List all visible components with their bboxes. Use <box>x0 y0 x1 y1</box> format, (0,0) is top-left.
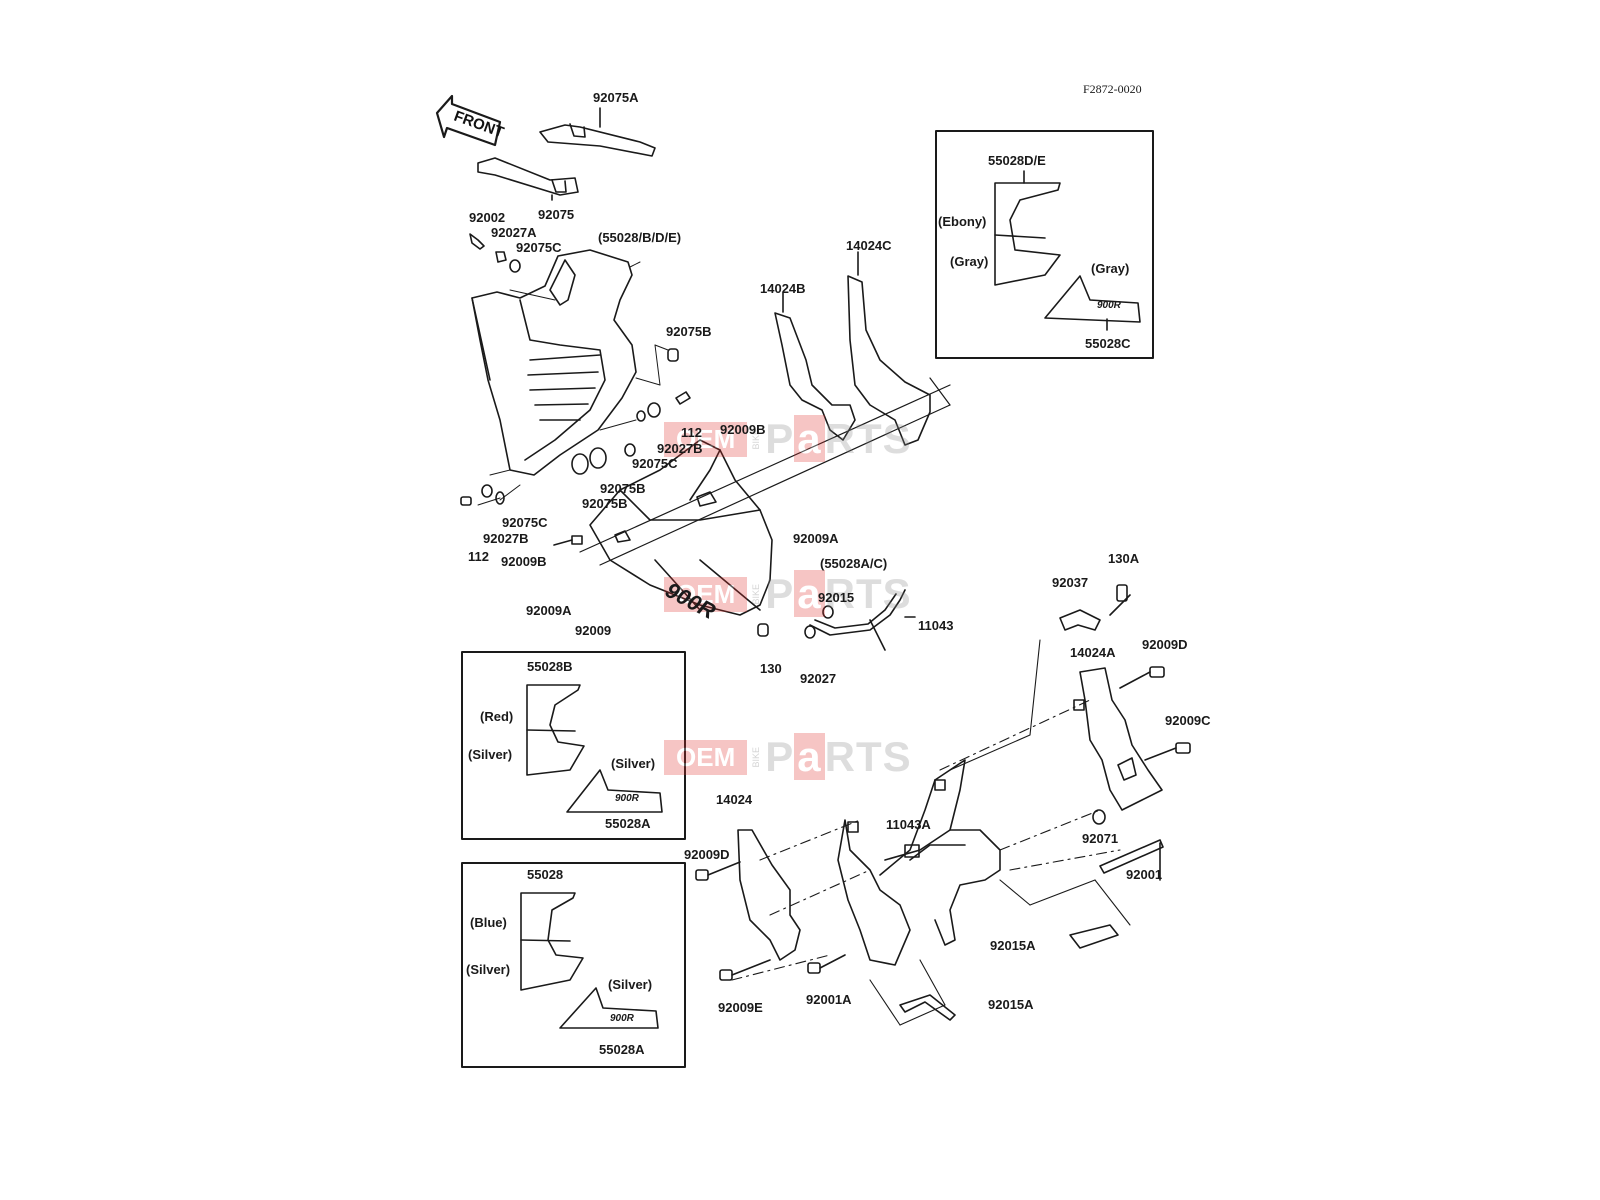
label-92071: 92071 <box>1082 831 1119 846</box>
assembly-reference-lines <box>869 639 1131 1026</box>
label-92037: 92037 <box>1052 575 1089 590</box>
label-92009D-left: 92009D <box>684 847 730 862</box>
label-92075C-mid: 92075C <box>632 456 678 471</box>
lower-bolts-drawing <box>695 861 1119 1021</box>
bracket-14024B-drawing <box>774 292 856 441</box>
inset-box-mid-left-frame <box>461 651 686 840</box>
center-fairing-drawing <box>589 439 773 616</box>
label-55028-B-D-E: (55028/B/D/E) <box>598 230 682 245</box>
label-92009B-up: 92009B <box>720 422 766 437</box>
label-130: 130 <box>760 661 782 676</box>
inset-ll-part-top: 55028 <box>527 867 564 882</box>
inset-ll-color-3: (Silver) <box>608 977 653 992</box>
inset-tr-color-2: (Gray) <box>950 254 989 269</box>
label-92009: 92009 <box>575 623 612 638</box>
label-92075C-low: 92075C <box>502 515 548 530</box>
inset-ll-decal-text: 900R <box>610 1013 634 1024</box>
label-92015A-upper: 92015A <box>990 938 1036 953</box>
bracket-14024C-drawing <box>847 251 931 446</box>
inset-tr-part-top: 55028D/E <box>988 153 1046 168</box>
label-11043A: 11043A <box>886 817 931 832</box>
inset-ml-part-bottom: 55028A <box>605 816 651 831</box>
label-55028A-C: (55028A/C) <box>820 556 888 571</box>
label-92009B-low: 92009B <box>501 554 547 569</box>
label-92075B-low-2: 92075B <box>582 496 628 511</box>
inset-box-top-right-frame <box>935 130 1154 359</box>
side-fairing-drawing <box>471 249 637 476</box>
inset-box-low-left-frame <box>461 862 686 1068</box>
label-92009C: 92009C <box>1165 713 1211 728</box>
label-92075B-right: 92075B <box>666 324 712 339</box>
part-92075-drawing <box>477 157 579 201</box>
inset-ll-color-1: (Blue) <box>470 915 507 930</box>
clip-92037-and-bolts <box>1059 584 1191 881</box>
diagram-code: F2872-0020 <box>1083 82 1142 96</box>
hardware-mid-cluster <box>460 348 691 546</box>
inset-ml-color-3: (Silver) <box>611 756 656 771</box>
label-92015A-lower: 92015A <box>988 997 1034 1012</box>
inset-ml-color-2: (Silver) <box>468 747 513 762</box>
bracket-14024A-drawing <box>1073 667 1163 811</box>
label-92002: 92002 <box>469 210 506 225</box>
inset-ll-color-2: (Silver) <box>466 962 511 977</box>
label-92027A: 92027A <box>491 225 537 240</box>
label-92075C-top: 92075C <box>516 240 562 255</box>
label-92075: 92075 <box>538 207 575 222</box>
fairing-bracket-assembly-drawing <box>737 759 1001 966</box>
label-92009D-right: 92009D <box>1142 637 1188 652</box>
label-92075A: 92075A <box>593 90 639 105</box>
inset-ll-part-bottom: 55028A <box>599 1042 645 1057</box>
label-11043: 11043 <box>918 618 954 633</box>
label-92075B-low-1: 92075B <box>600 481 646 496</box>
label-14024B: 14024B <box>760 281 806 296</box>
label-14024: 14024 <box>716 792 753 807</box>
label-92015: 92015 <box>818 590 855 605</box>
label-92001A: 92001A <box>806 992 852 1007</box>
inset-tr-decal-text: 900R <box>1097 300 1121 311</box>
label-112-mid: 112 <box>681 425 702 440</box>
label-92001: 92001 <box>1126 867 1163 882</box>
label-92027: 92027 <box>800 671 837 686</box>
assembly-axis-lines <box>731 699 1121 981</box>
label-14024A: 14024A <box>1070 645 1116 660</box>
inset-ml-color-1: (Red) <box>480 709 514 724</box>
label-92027B-low: 92027B <box>483 531 529 546</box>
part-92075A-drawing <box>539 107 656 157</box>
label-92027B-mid: 92027B <box>657 441 703 456</box>
inset-tr-part-bottom: 55028C <box>1085 336 1131 351</box>
mounting-axis-lines <box>579 377 951 566</box>
stay-11043-drawing <box>699 559 916 651</box>
inset-tr-color-3: (Gray) <box>1091 261 1130 276</box>
label-92009A-right: 92009A <box>793 531 839 546</box>
front-arrow-icon <box>435 94 502 147</box>
label-92009A-left: 92009A <box>526 603 572 618</box>
inset-ml-part-top: 55028B <box>527 659 573 674</box>
label-130A: 130A <box>1108 551 1140 566</box>
inset-ml-decal-text: 900R <box>615 793 639 804</box>
label-14024C: 14024C <box>846 238 892 253</box>
inset-tr-color-1: (Ebony) <box>938 214 987 229</box>
leader-lines-left <box>477 261 669 506</box>
label-92009E: 92009E <box>718 1000 763 1015</box>
hardware-top-left <box>469 233 521 273</box>
label-112-low: 112 <box>468 549 489 564</box>
